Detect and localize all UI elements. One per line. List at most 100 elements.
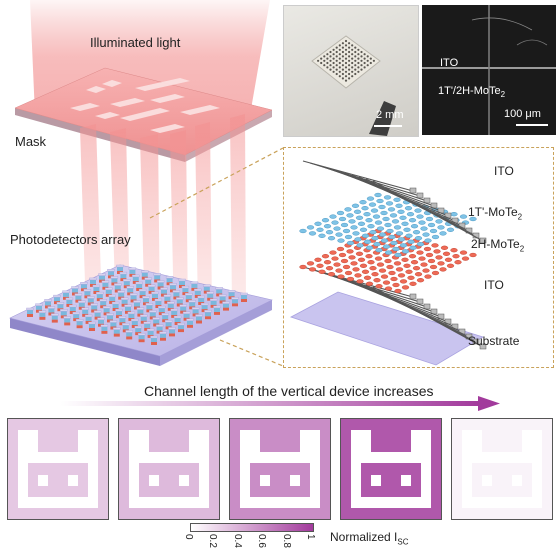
pixel	[209, 419, 219, 431]
flake	[429, 228, 438, 234]
photo-device-dot	[335, 64, 338, 67]
stack-label-1t: 1T'-MoTe2	[468, 205, 522, 221]
photo-device-dot	[363, 61, 366, 65]
pixel	[230, 507, 240, 519]
pixel	[88, 474, 98, 486]
flake	[382, 280, 391, 285]
device-bottom	[64, 322, 71, 326]
photo-device-dot	[357, 66, 360, 69]
flake	[433, 249, 441, 254]
pixel	[462, 496, 472, 508]
pixel	[361, 430, 371, 442]
pixel	[179, 463, 189, 475]
pixel	[28, 463, 38, 475]
device-electrode	[165, 276, 174, 279]
pixel	[421, 485, 431, 497]
pixel	[310, 430, 320, 442]
device-top	[187, 320, 193, 325]
pixel	[522, 430, 532, 442]
device-top	[182, 288, 189, 293]
pixel	[8, 507, 18, 519]
pixel	[129, 485, 139, 497]
device-electrode	[107, 269, 115, 272]
device-top	[214, 307, 220, 312]
pixel	[290, 419, 300, 431]
pixel	[58, 507, 68, 519]
pixel	[381, 452, 391, 464]
device-electrode	[213, 305, 221, 309]
device-top	[51, 315, 58, 320]
colorbar	[190, 523, 314, 532]
pixel	[179, 452, 189, 464]
device-top	[64, 318, 71, 323]
flake	[390, 276, 398, 282]
device-photo: 2 mm	[283, 5, 419, 137]
flake	[439, 267, 447, 272]
pixel	[452, 463, 462, 475]
photo-device-dot	[354, 64, 357, 67]
pixel	[149, 463, 159, 475]
device-top	[90, 279, 96, 284]
pixel	[502, 496, 512, 508]
device-electrode	[72, 311, 80, 315]
pixel	[472, 419, 482, 431]
photo-device-dot	[357, 57, 360, 60]
device-top	[96, 294, 103, 299]
pixel	[401, 463, 411, 475]
photo-device-dot	[351, 44, 354, 47]
flake	[429, 264, 438, 270]
stack-label-ito-bottom: ITO	[484, 278, 504, 292]
pixel	[290, 430, 300, 442]
device-electrode	[227, 290, 236, 293]
pixel	[8, 463, 18, 475]
flake	[461, 256, 470, 261]
pixel	[189, 430, 199, 442]
pixel	[129, 430, 139, 442]
device-electrode	[92, 284, 101, 288]
pixel	[542, 474, 552, 486]
flake	[344, 234, 353, 240]
pixel	[381, 496, 391, 508]
pixel	[532, 474, 542, 486]
flake	[409, 281, 417, 286]
flake	[367, 224, 375, 229]
device-top	[166, 278, 173, 283]
photo-device-dot	[338, 75, 341, 78]
pixel	[119, 430, 129, 442]
photo-device-dot	[357, 61, 360, 65]
photo-device-dot	[357, 53, 360, 56]
flake	[346, 213, 354, 218]
pixel	[199, 463, 209, 475]
device-electrode	[51, 313, 59, 316]
photo-device-dot	[369, 61, 372, 65]
pixel	[189, 463, 199, 475]
pixel	[482, 507, 492, 519]
device-top	[158, 308, 165, 313]
flake	[399, 279, 408, 284]
pixel	[119, 452, 129, 464]
pixel	[270, 496, 280, 508]
pixel	[411, 430, 421, 442]
callout-lines	[149, 147, 284, 367]
pixel	[502, 507, 512, 519]
flake	[435, 255, 443, 260]
photo-device-dot	[351, 53, 354, 56]
photo-device-dot	[357, 70, 360, 73]
flake	[409, 245, 417, 250]
pixel	[159, 496, 169, 508]
device-top	[78, 302, 85, 307]
device-top	[145, 279, 152, 284]
flake	[374, 192, 382, 198]
flake	[344, 207, 352, 212]
pixel	[381, 463, 391, 475]
pixel	[240, 441, 250, 453]
device-electrode	[119, 271, 128, 275]
device-electrode	[163, 294, 172, 297]
flake	[440, 245, 449, 250]
pixel	[159, 507, 169, 519]
flake	[420, 226, 428, 231]
device-top	[149, 312, 156, 317]
device-top	[100, 301, 107, 306]
flake	[316, 227, 324, 232]
pixel	[68, 474, 78, 486]
